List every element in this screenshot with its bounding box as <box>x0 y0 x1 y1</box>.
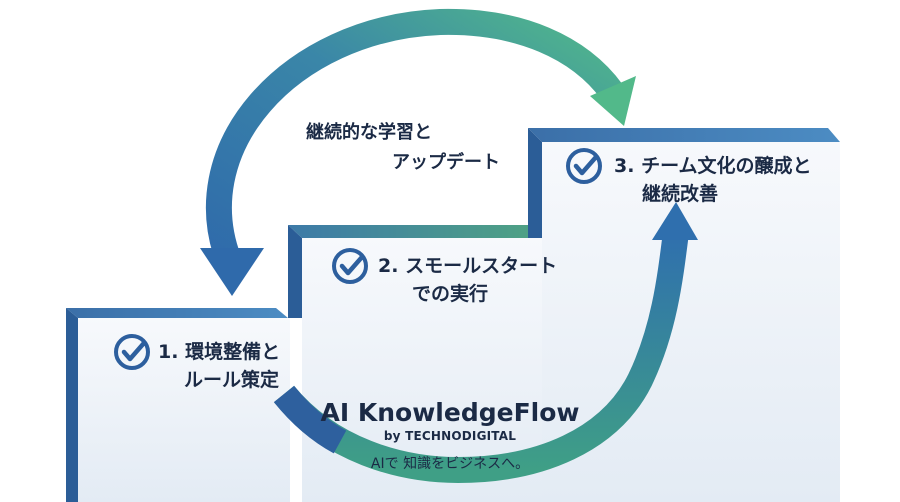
curved-up-arrow-icon <box>273 202 698 484</box>
step-3-line1: チーム文化の醸成と <box>641 155 812 177</box>
step-1-label: 1. 環境整備と ルール策定 <box>158 338 280 394</box>
step-3-line2: 継続改善 <box>642 183 719 205</box>
brand-title: AI KnowledgeFlow <box>320 398 580 427</box>
step-3-side <box>528 128 542 238</box>
brand-tagline: AIで 知識をビジネスへ。 <box>370 456 530 472</box>
step-1-line1: 環境整備と <box>185 341 281 363</box>
step-2-line1: スモールスタート <box>405 255 558 277</box>
step-2-side <box>288 225 302 318</box>
brand-block: AI KnowledgeFlow by TECHNODIGITAL AIで 知識… <box>300 398 600 473</box>
step-2-line2: での実行 <box>412 283 489 305</box>
loop-label: 継続的な学習と アップデート <box>300 118 530 178</box>
step-1-block <box>66 308 290 502</box>
step-2-label: 2. スモールスタート での実行 <box>378 252 557 308</box>
step-1-line2: ルール策定 <box>184 369 280 391</box>
step-2-top-edge <box>288 225 542 238</box>
step-3-number: 3. <box>614 155 635 177</box>
step-3-top-edge <box>528 128 840 142</box>
loop-label-line1: 継続的な学習と <box>306 122 432 143</box>
curved-arrow-icon <box>200 8 636 296</box>
check-circle-icon <box>566 148 602 184</box>
loop-label-line2: アップデート <box>392 152 500 173</box>
step-3-label: 3. チーム文化の醸成と 継続改善 <box>614 152 812 208</box>
check-circle-icon <box>332 248 368 284</box>
step-2-number: 2. <box>378 255 399 277</box>
step-1-top-edge <box>66 308 288 318</box>
brand-byline: by TECHNODIGITAL <box>383 429 517 443</box>
step-1-face <box>78 318 290 502</box>
step-1-side <box>66 308 78 502</box>
check-circle-icon <box>114 334 150 370</box>
step-1-number: 1. <box>158 341 179 363</box>
